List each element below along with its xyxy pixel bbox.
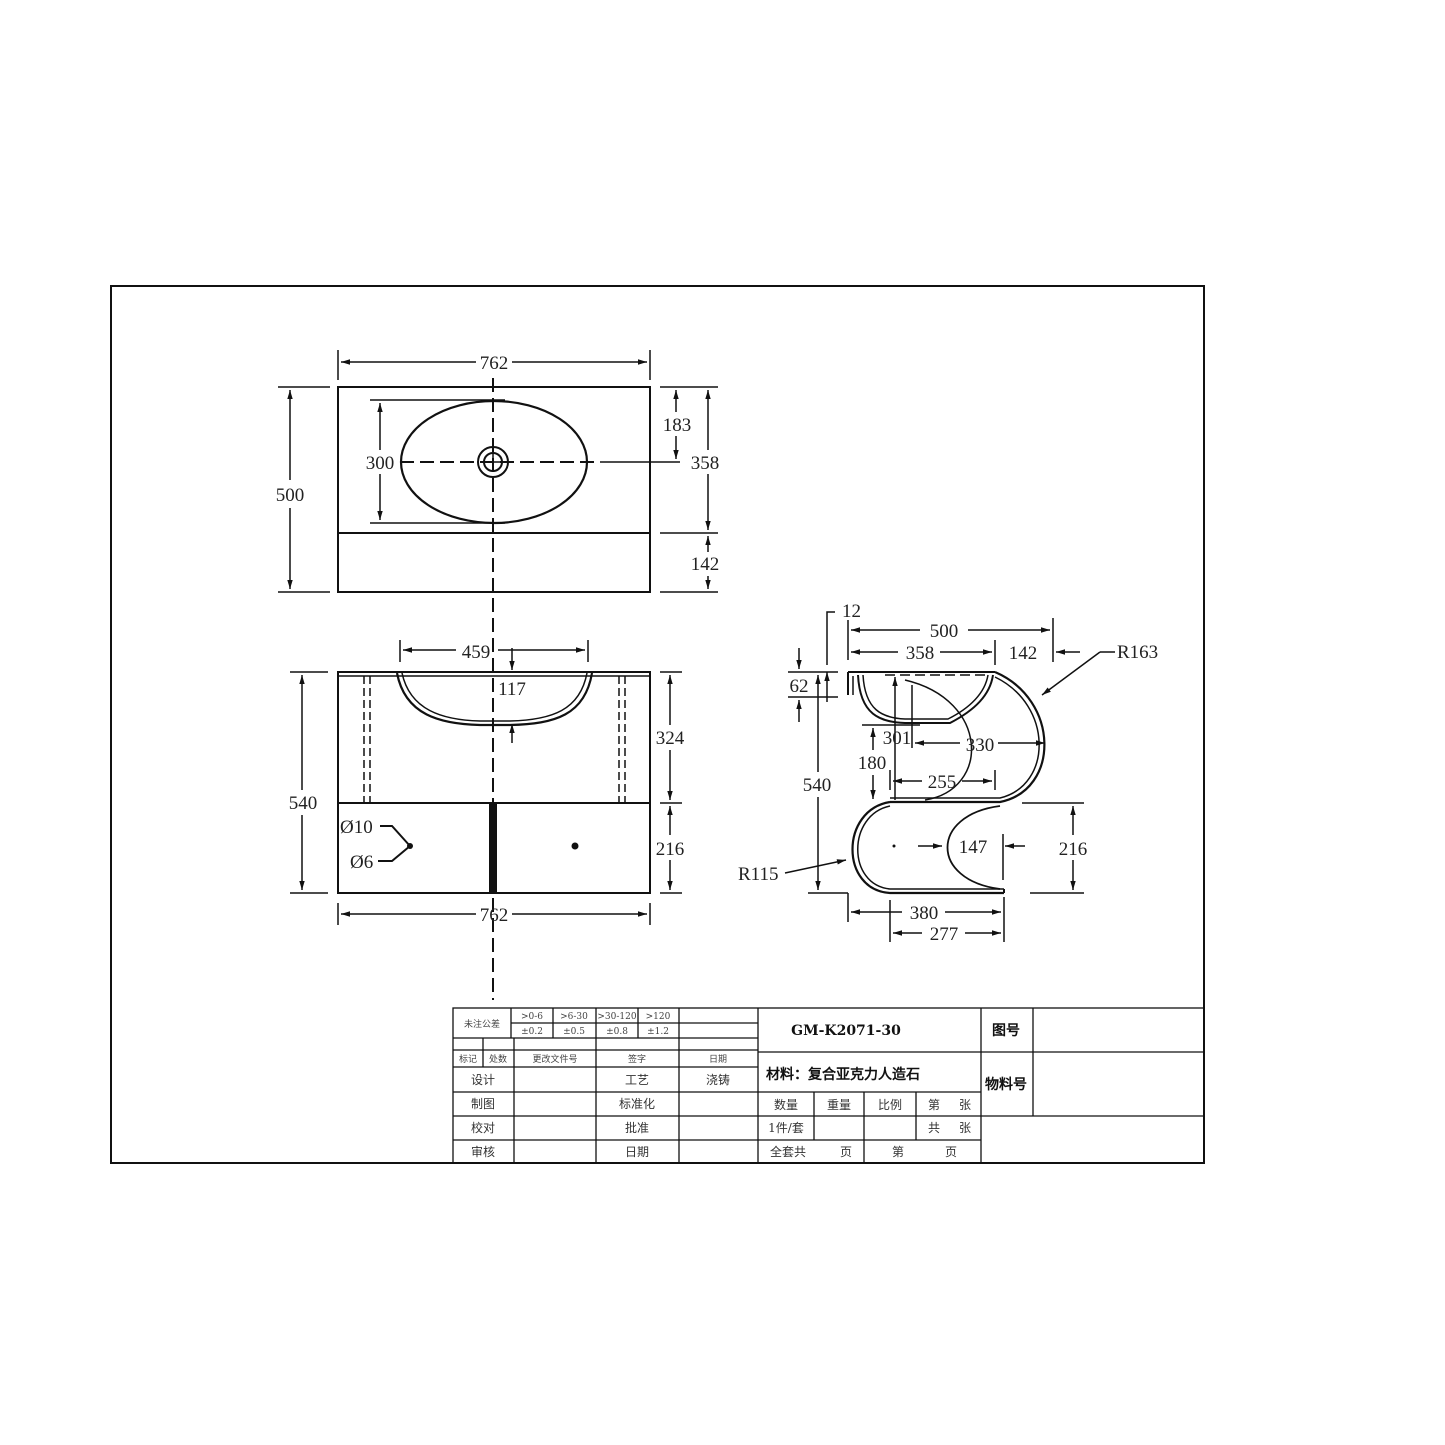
svg-text:页: 页 xyxy=(840,1145,852,1159)
svg-text:762: 762 xyxy=(480,905,509,926)
svg-text:标准化: 标准化 xyxy=(619,1097,655,1111)
svg-text:R115: R115 xyxy=(738,864,778,885)
svg-text:358: 358 xyxy=(691,453,720,474)
svg-text:142: 142 xyxy=(1009,643,1038,664)
svg-text:500: 500 xyxy=(930,621,959,642)
svg-text:GM-K2071-30: GM-K2071-30 xyxy=(791,1023,901,1039)
svg-text:签字: 签字 xyxy=(628,1053,646,1065)
svg-text:处数: 处数 xyxy=(489,1053,507,1065)
svg-text:540: 540 xyxy=(803,775,832,796)
svg-text:300: 300 xyxy=(366,453,395,474)
svg-text:张: 张 xyxy=(959,1098,971,1112)
svg-text:R163: R163 xyxy=(1117,642,1158,663)
svg-text:±0.8: ±0.8 xyxy=(606,1027,628,1037)
svg-text:第: 第 xyxy=(892,1145,904,1159)
svg-text:全套共: 全套共 xyxy=(770,1144,806,1159)
svg-text:标记: 标记 xyxy=(459,1053,477,1065)
side-view: 12 500 358 142 R163 62 540 301 xyxy=(738,601,1158,945)
svg-text:301: 301 xyxy=(883,728,912,749)
svg-text:Ø10: Ø10 xyxy=(340,817,373,838)
svg-text:图号: 图号 xyxy=(992,1023,1020,1039)
svg-text:358: 358 xyxy=(906,643,935,664)
svg-text:制图: 制图 xyxy=(471,1097,495,1111)
svg-text:380: 380 xyxy=(910,903,939,924)
title-block: 未注公差 >0-6 >6-30 >30-120 >120 ±0.2 ±0.5 ±… xyxy=(452,1007,1205,1164)
svg-text:>30-120: >30-120 xyxy=(597,1012,636,1022)
svg-text:117: 117 xyxy=(498,679,526,700)
svg-text:12: 12 xyxy=(842,601,861,622)
svg-text:>120: >120 xyxy=(646,1012,671,1022)
svg-text:255: 255 xyxy=(928,772,957,793)
svg-text:216: 216 xyxy=(1059,839,1088,860)
svg-text:工艺: 工艺 xyxy=(625,1073,649,1087)
svg-text:147: 147 xyxy=(959,837,988,858)
svg-text:330: 330 xyxy=(966,735,995,756)
svg-text:142: 142 xyxy=(691,554,720,575)
svg-text:62: 62 xyxy=(790,676,809,697)
svg-text:>6-30: >6-30 xyxy=(560,1012,588,1022)
svg-text:批准: 批准 xyxy=(625,1120,649,1135)
svg-text:审核: 审核 xyxy=(471,1144,495,1159)
svg-text:180: 180 xyxy=(858,753,887,774)
svg-text:数量: 数量 xyxy=(774,1097,798,1112)
svg-text:±0.2: ±0.2 xyxy=(521,1027,543,1037)
svg-text:重量: 重量 xyxy=(827,1098,851,1112)
svg-text:±1.2: ±1.2 xyxy=(647,1027,669,1037)
svg-text:324: 324 xyxy=(656,728,685,749)
svg-text:比例: 比例 xyxy=(878,1098,902,1112)
svg-text:页: 页 xyxy=(945,1145,957,1159)
svg-text:设计: 设计 xyxy=(471,1073,495,1087)
top-view: 762 500 300 183 358 142 xyxy=(276,350,720,1000)
svg-text:1件/套: 1件/套 xyxy=(768,1121,804,1135)
svg-text:Ø6: Ø6 xyxy=(350,852,373,873)
svg-text:共: 共 xyxy=(928,1121,940,1135)
svg-text:216: 216 xyxy=(656,839,685,860)
svg-text:762: 762 xyxy=(480,353,509,374)
svg-text:更改文件号: 更改文件号 xyxy=(532,1053,577,1065)
svg-text:未注公差: 未注公差 xyxy=(464,1018,500,1030)
svg-text:277: 277 xyxy=(930,924,959,945)
front-view: Ø10 Ø6 459 117 540 324 216 762 xyxy=(289,640,685,926)
svg-text:>0-6: >0-6 xyxy=(521,1012,543,1022)
svg-text:540: 540 xyxy=(289,793,318,814)
svg-text:校对: 校对 xyxy=(471,1120,495,1135)
svg-text:459: 459 xyxy=(462,642,491,663)
svg-text:±0.5: ±0.5 xyxy=(563,1027,585,1037)
svg-text:物料号: 物料号 xyxy=(985,1076,1027,1093)
svg-text:材料：复合亚克力人造石: 材料：复合亚克力人造石 xyxy=(766,1066,920,1083)
svg-text:日期: 日期 xyxy=(709,1054,727,1065)
svg-text:500: 500 xyxy=(276,485,305,506)
svg-text:浇铸: 浇铸 xyxy=(706,1072,730,1087)
svg-text:日期: 日期 xyxy=(625,1145,649,1159)
svg-text:183: 183 xyxy=(663,415,692,436)
svg-text:张: 张 xyxy=(959,1121,971,1135)
svg-text:第: 第 xyxy=(928,1098,940,1112)
